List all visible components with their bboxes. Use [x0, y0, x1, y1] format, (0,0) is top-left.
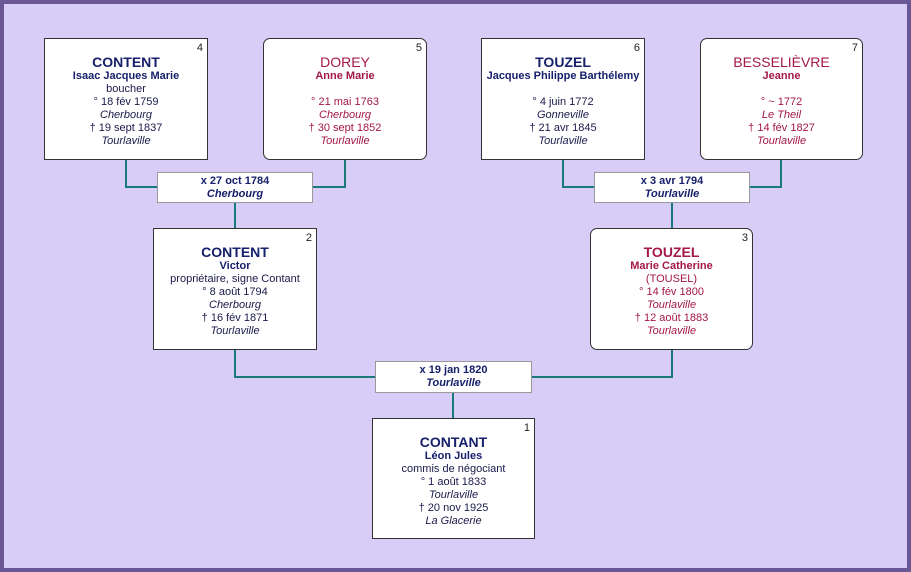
person-number: 1: [523, 422, 530, 434]
person-surname: TOUZEL: [643, 244, 700, 260]
person-card-7[interactable]: 7 BESSELIÈVRE Jeanne ° ~ 1772 Le Theil †…: [700, 38, 863, 160]
person-death-place: Tourlaville: [756, 135, 807, 147]
marriage-date: x 19 jan 1820: [419, 364, 488, 376]
person-given-names: Marie Catherine: [630, 260, 713, 272]
person-surname: TOUZEL: [535, 54, 591, 70]
person-number: 6: [633, 42, 640, 54]
marriage-place: Tourlaville: [426, 377, 481, 389]
person-surname: BESSELIÈVRE: [733, 54, 830, 70]
person-death-place: Tourlaville: [101, 135, 151, 147]
person-birth-place: Gonneville: [537, 109, 589, 121]
person-number: 7: [851, 42, 858, 54]
person-number: 3: [741, 232, 748, 244]
connector-p7: [749, 159, 782, 188]
person-card-2[interactable]: 2 CONTENT Victor propriétaire, signe Con…: [153, 228, 317, 350]
person-number: 4: [196, 42, 203, 54]
person-birth-place: Cherbourg: [100, 109, 152, 121]
person-occupation: boucher: [106, 83, 146, 95]
person-number: 2: [305, 232, 312, 244]
person-death: † 20 nov 1925: [418, 502, 489, 514]
person-death: † 21 avr 1845: [529, 122, 597, 134]
connector-p4: [125, 159, 157, 188]
person-given-names: Anne Marie: [315, 70, 375, 82]
person-surname: CONTENT: [201, 244, 269, 260]
person-death-place: Tourlaville: [320, 135, 370, 147]
connector-p3: [531, 349, 673, 378]
person-card-3[interactable]: 3 TOUZEL Marie Catherine (TOUSEL) ° 14 f…: [590, 228, 753, 350]
person-alias: (TOUSEL): [645, 273, 698, 285]
person-birth-place: Tourlaville: [428, 489, 479, 501]
person-birth: ° 18 fév 1759: [93, 96, 159, 108]
person-given-names: Léon Jules: [424, 450, 483, 462]
person-card-6[interactable]: 6 TOUZEL Jacques Philippe Barthélemy ° 4…: [481, 38, 645, 160]
person-death-place: Tourlaville: [210, 325, 260, 337]
person-death: † 14 fév 1827: [748, 122, 815, 134]
person-death-place: Tourlaville: [538, 135, 588, 147]
person-card-5[interactable]: 5 DOREY Anne Marie ° 21 mai 1763 Cherbou…: [263, 38, 427, 160]
person-death: † 16 fév 1871: [201, 312, 269, 324]
person-birth: ° 21 mai 1763: [311, 96, 379, 108]
connector-p6: [562, 159, 594, 188]
connector-p5: [312, 159, 346, 188]
person-birth-place: Tourlaville: [646, 299, 697, 311]
person-surname: CONTANT: [419, 434, 488, 450]
person-birth-place: Cherbourg: [209, 299, 261, 311]
person-given-names: Jeanne: [762, 70, 801, 82]
person-birth: ° 4 juin 1772: [532, 96, 594, 108]
person-death-place: La Glacerie: [425, 515, 482, 527]
person-death: † 19 sept 1837: [89, 122, 163, 134]
person-birth-place: Le Theil: [761, 109, 802, 121]
person-given-names: Isaac Jacques Marie: [72, 70, 180, 82]
marriage-box-2-3[interactable]: x 19 jan 1820 Tourlaville: [375, 361, 532, 393]
marriage-place: Tourlaville: [644, 188, 700, 200]
person-death-place: Tourlaville: [646, 325, 697, 337]
person-birth: ° 14 fév 1800: [639, 286, 704, 298]
person-birth: ° ~ 1772: [760, 96, 803, 108]
marriage-box-6-7[interactable]: x 3 avr 1794 Tourlaville: [594, 172, 750, 203]
person-card-4[interactable]: 4 CONTENT Isaac Jacques Marie boucher ° …: [44, 38, 208, 160]
person-birth-place: Cherbourg: [319, 109, 371, 121]
marriage-date: x 27 oct 1784: [200, 175, 270, 187]
person-card-1[interactable]: 1 CONTANT Léon Jules commis de négociant…: [372, 418, 535, 539]
person-given-names: Jacques Philippe Barthélemy: [486, 70, 640, 82]
person-occupation: propriétaire, signe Contant: [170, 273, 300, 285]
person-death: † 12 août 1883: [634, 312, 709, 324]
person-surname: CONTENT: [92, 54, 160, 70]
person-given-names: Victor: [219, 260, 251, 272]
marriage-box-4-5[interactable]: x 27 oct 1784 Cherbourg: [157, 172, 313, 203]
person-death: † 30 sept 1852: [308, 122, 382, 134]
marriage-date: x 3 avr 1794: [640, 175, 704, 187]
person-occupation: commis de négociant: [401, 463, 506, 475]
person-birth: ° 1 août 1833: [420, 476, 487, 488]
marriage-place: Cherbourg: [206, 188, 264, 200]
person-number: 5: [415, 42, 422, 54]
connector-p2: [234, 349, 375, 378]
person-birth: ° 8 août 1794: [202, 286, 268, 298]
person-surname: DOREY: [320, 54, 370, 70]
